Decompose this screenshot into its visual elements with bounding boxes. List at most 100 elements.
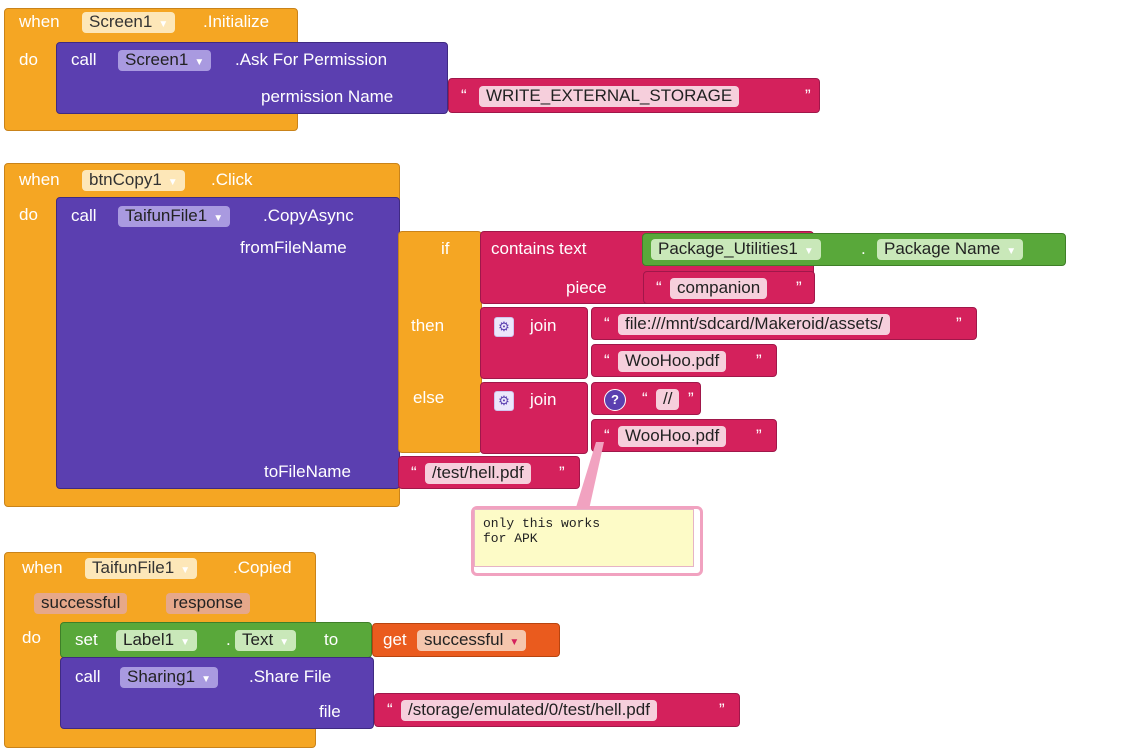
text-block-else-2[interactable]: “ WooHoo.pdf ” <box>591 419 777 452</box>
text-block-permission[interactable]: “ WRITE_EXTERNAL_STORAGE ” <box>448 78 820 113</box>
arg-label: permission Name <box>261 87 394 106</box>
text-block-to-filename[interactable]: “ /test/hell.pdf ” <box>398 456 580 489</box>
gear-icon[interactable]: ⚙ <box>494 317 514 337</box>
set-prop-name: Text <box>242 630 274 649</box>
join-label: join <box>530 390 557 409</box>
text-value[interactable]: companion <box>670 278 768 299</box>
then-label: then <box>411 316 445 335</box>
text-block-companion[interactable]: “ companion ” <box>643 271 815 304</box>
set-label-text-block[interactable]: set Label1▼ . Text ▼ to <box>60 622 372 658</box>
quote-open: “ <box>642 389 648 408</box>
component-name: btnCopy1 <box>89 170 162 189</box>
text-value[interactable]: /test/hell.pdf <box>425 463 531 484</box>
set-component-dropdown[interactable]: Label1▼ <box>116 630 197 651</box>
param-response[interactable]: response <box>166 593 250 614</box>
comment-text[interactable]: only this works for APK <box>474 509 694 567</box>
set-prop-dropdown[interactable]: Text ▼ <box>235 630 297 651</box>
quote-open: “ <box>461 86 467 105</box>
quote-open: “ <box>387 700 393 719</box>
event-name: .Initialize <box>203 12 270 31</box>
do-label: do <box>19 50 38 69</box>
text-block-else-1[interactable]: ? “ // ” <box>591 382 701 415</box>
text-value[interactable]: WooHoo.pdf <box>618 351 727 372</box>
else-label: else <box>413 388 445 407</box>
quote-close: ” <box>756 351 762 370</box>
text-value[interactable]: WooHoo.pdf <box>618 426 727 447</box>
ask-permission-call-block[interactable]: call Screen1▼ .Ask For Permission permis… <box>56 42 448 114</box>
file-label: file <box>319 702 341 721</box>
call-component-dropdown[interactable]: TaifunFile1 ▼ <box>118 206 231 227</box>
quote-open: “ <box>411 463 417 482</box>
text-block-then-2[interactable]: “ WooHoo.pdf ” <box>591 344 777 377</box>
share-file-call-block[interactable]: call Sharing1 ▼ .Share File file <box>60 657 374 729</box>
dropdown-arrow-icon: ▼ <box>194 57 205 68</box>
piece-label: piece <box>566 278 607 297</box>
call-component-dropdown[interactable]: Sharing1 ▼ <box>120 667 218 688</box>
if-then-else-block[interactable]: if then else <box>398 231 482 453</box>
param-successful[interactable]: successful <box>34 593 128 614</box>
call-component-name: TaifunFile1 <box>125 206 208 225</box>
call-component-name: Screen1 <box>125 50 189 69</box>
pkg-prop-name: Package Name <box>884 239 1001 258</box>
quote-close: ” <box>956 314 962 333</box>
contains-label: contains text <box>491 239 587 258</box>
component-dropdown[interactable]: btnCopy1▼ <box>82 170 185 191</box>
text-block-then-1[interactable]: “ file:///mnt/sdcard/Makeroid/assets/ ” <box>591 307 977 340</box>
method-name: .CopyAsync <box>263 206 354 225</box>
gear-icon[interactable]: ⚙ <box>494 391 514 411</box>
quote-close: ” <box>688 389 694 408</box>
dot-label: . <box>226 630 231 649</box>
join-label: join <box>530 316 557 335</box>
text-value[interactable]: WRITE_EXTERNAL_STORAGE <box>479 86 740 107</box>
get-var-dropdown[interactable]: successful ▼ <box>417 630 527 651</box>
quote-open: “ <box>604 351 610 370</box>
do-label: do <box>19 205 38 224</box>
event-name: .Copied <box>233 558 292 577</box>
quote-open: “ <box>604 426 610 445</box>
get-label: get <box>383 630 407 649</box>
from-label: fromFileName <box>240 238 347 257</box>
package-name-getter[interactable]: Package_Utilities1 ▼ . Package Name ▼ <box>642 233 1066 266</box>
component-dropdown[interactable]: Screen1▼ <box>82 12 176 33</box>
dropdown-arrow-icon: ▼ <box>1006 246 1017 257</box>
method-name: .Share File <box>249 667 332 686</box>
dropdown-arrow-icon: ▼ <box>201 674 211 685</box>
then-join-block[interactable]: ⚙ join <box>480 307 588 379</box>
call-label: call <box>71 206 97 225</box>
dropdown-arrow-icon: ▼ <box>158 19 169 30</box>
help-icon[interactable]: ? <box>604 389 626 411</box>
component-name: TaifunFile1 <box>92 558 175 577</box>
dropdown-arrow-icon: ▼ <box>213 213 224 224</box>
if-label: if <box>441 239 450 258</box>
call-label: call <box>71 50 97 69</box>
comment-bubble[interactable] <box>471 506 703 576</box>
set-label: set <box>75 630 98 649</box>
get-var-name: successful <box>424 630 504 649</box>
dropdown-arrow-icon: ▼ <box>279 637 290 648</box>
text-value[interactable]: /storage/emulated/0/test/hell.pdf <box>401 700 657 721</box>
pkg-component-name: Package_Utilities1 <box>658 239 798 258</box>
component-dropdown[interactable]: TaifunFile1 ▼ <box>85 558 198 579</box>
call-component-name: Sharing1 <box>127 667 196 686</box>
when-label: when <box>22 558 63 577</box>
get-variable-block[interactable]: get successful ▼ <box>372 623 560 657</box>
dropdown-arrow-icon: ▼ <box>180 565 191 576</box>
dropdown-arrow-icon: ▼ <box>803 246 814 257</box>
quote-open: “ <box>656 278 662 297</box>
dot-label: . <box>861 239 866 258</box>
copyasync-call-block[interactable]: call TaifunFile1 ▼ .CopyAsync fromFileNam… <box>56 197 400 489</box>
quote-close: ” <box>756 426 762 445</box>
when-label: when <box>19 170 60 189</box>
text-value[interactable]: file:///mnt/sdcard/Makeroid/assets/ <box>618 314 890 335</box>
when-label: when <box>19 12 60 31</box>
text-block-share-file[interactable]: “ /storage/emulated/0/test/hell.pdf ” <box>374 693 740 727</box>
else-join-block[interactable]: ⚙ join <box>480 382 588 454</box>
call-label: call <box>75 667 101 686</box>
pkg-prop-dropdown[interactable]: Package Name ▼ <box>877 239 1024 260</box>
pkg-component-dropdown[interactable]: Package_Utilities1 ▼ <box>651 239 821 260</box>
call-component-dropdown[interactable]: Screen1 ▼ <box>118 50 212 71</box>
text-value[interactable]: // <box>656 389 680 410</box>
dropdown-arrow-icon: ▼ <box>509 637 520 648</box>
set-component-name: Label1 <box>123 630 175 649</box>
to-label: to <box>324 630 339 649</box>
